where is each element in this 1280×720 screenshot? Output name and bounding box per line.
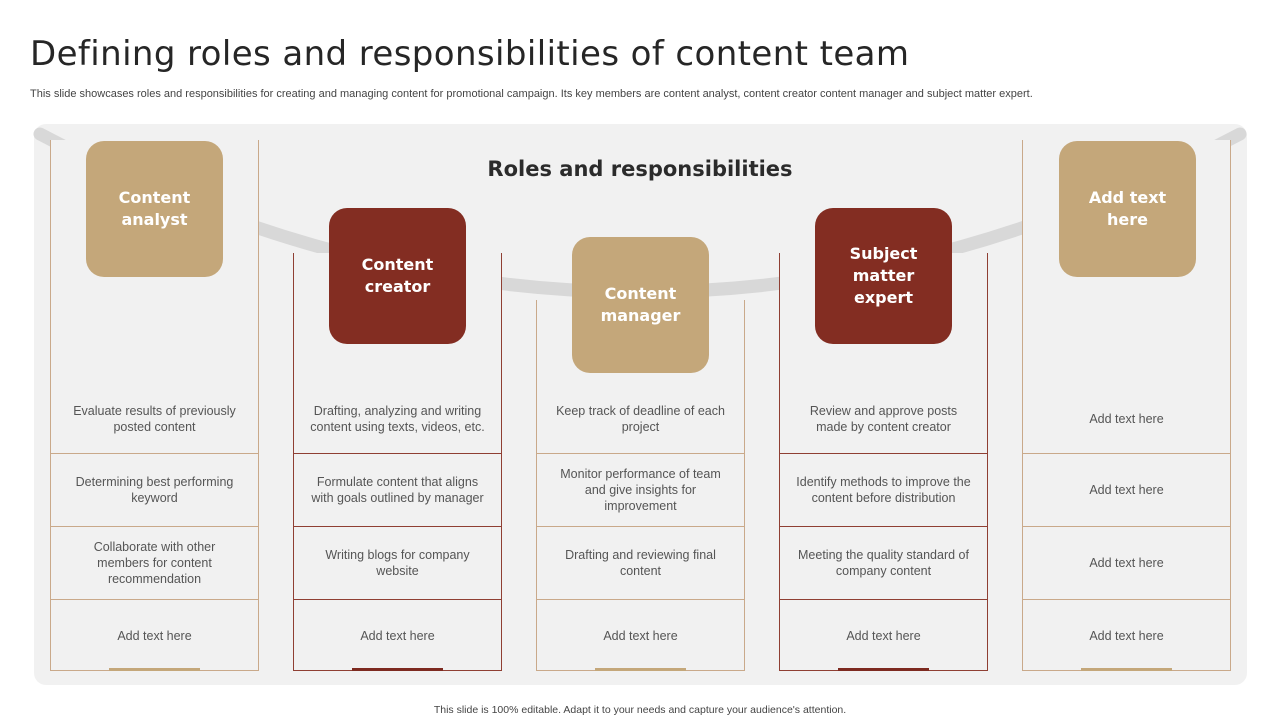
responsibility-cell: Identify methods to improve the content … bbox=[780, 453, 987, 526]
role-box-content-analyst: Content analyst bbox=[86, 141, 223, 277]
responsibility-cell: Evaluate results of previously posted co… bbox=[73, 403, 236, 434]
page-title: Defining roles and responsibilities of c… bbox=[30, 34, 910, 74]
responsibility-cell: Review and approve posts made by content… bbox=[809, 403, 958, 434]
responsibility-cell: Meeting the quality standard of company … bbox=[780, 526, 987, 599]
column-accent-bar bbox=[1081, 668, 1172, 671]
responsibility-cell: Monitor performance of team and give ins… bbox=[537, 453, 744, 526]
panel-heading: Roles and responsibilities bbox=[487, 157, 793, 181]
responsibility-cell: Drafting and reviewing final content bbox=[537, 526, 744, 599]
responsibility-cell: Add text here bbox=[1089, 411, 1164, 426]
responsibility-cell: Add text here bbox=[1023, 453, 1230, 526]
footer-note: This slide is 100% editable. Adapt it to… bbox=[433, 704, 847, 716]
responsibility-cell: Add text here bbox=[51, 599, 258, 672]
page-subtitle: This slide showcases roles and responsib… bbox=[30, 88, 1033, 100]
responsibility-cell: Keep track of deadline of each project bbox=[556, 403, 725, 434]
column-accent-bar bbox=[109, 668, 200, 671]
column-accent-bar bbox=[838, 668, 929, 671]
role-box-subject-matter-expert: Subject matter expert bbox=[815, 208, 952, 344]
role-box-content-creator: Content creator bbox=[329, 208, 466, 344]
column-accent-bar bbox=[595, 668, 686, 671]
role-column-content-creator: Drafting, analyzing and writing content … bbox=[293, 253, 502, 671]
responsibility-cell: Add text here bbox=[780, 599, 987, 672]
responsibility-cell: Add text here bbox=[1023, 526, 1230, 599]
role-box-placeholder: Add text here bbox=[1059, 141, 1196, 277]
responsibility-cell: Add text here bbox=[1023, 599, 1230, 672]
responsibility-cell: Collaborate with other members for conte… bbox=[51, 526, 258, 599]
responsibility-cell: Add text here bbox=[537, 599, 744, 672]
role-box-content-manager: Content manager bbox=[572, 237, 709, 373]
responsibility-cell: Determining best performing keyword bbox=[51, 453, 258, 526]
responsibility-cell: Add text here bbox=[294, 599, 501, 672]
responsibility-cell: Writing blogs for company website bbox=[294, 526, 501, 599]
responsibility-cell: Formulate content that aligns with goals… bbox=[294, 453, 501, 526]
responsibility-cell: Drafting, analyzing and writing content … bbox=[310, 403, 485, 434]
column-accent-bar bbox=[352, 668, 443, 671]
